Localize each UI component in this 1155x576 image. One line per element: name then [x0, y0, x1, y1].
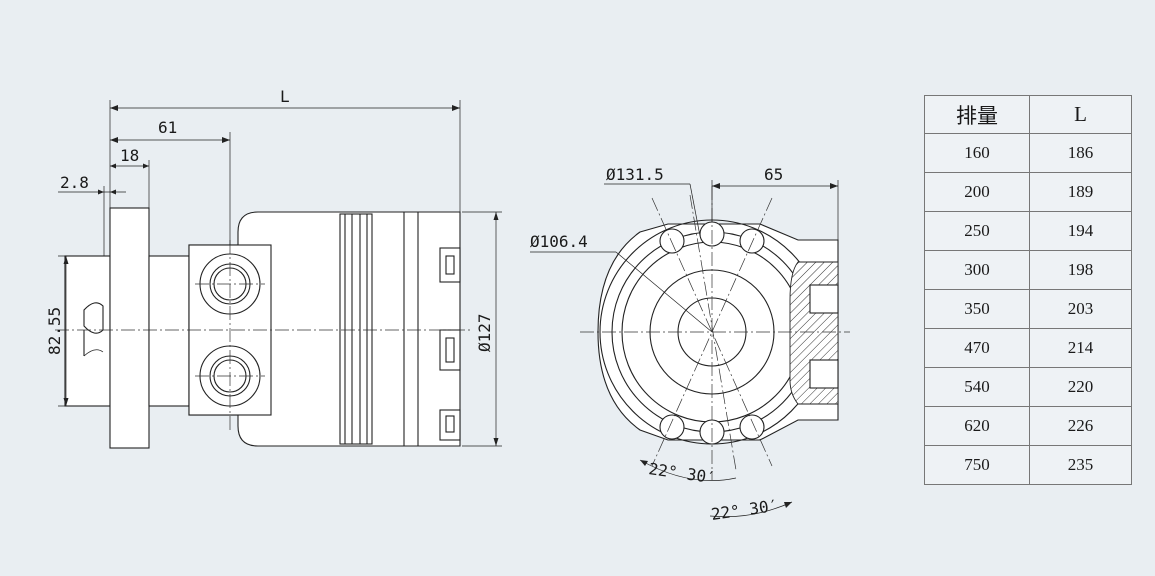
shaft-key — [83, 302, 104, 334]
cell-length: 194 — [1029, 211, 1132, 251]
angle-label-a: 22° 30′ — [647, 459, 716, 487]
flange-neck — [148, 255, 190, 407]
cell-length: 186 — [1029, 133, 1132, 173]
header-length: L — [1029, 95, 1132, 134]
dim-label-L: L — [280, 87, 290, 106]
header-displacement: 排量 — [924, 95, 1030, 134]
dim-label-82-55: 82.55 — [45, 307, 64, 355]
cell-displacement: 470 — [924, 328, 1030, 368]
shaft — [64, 255, 111, 407]
cell-displacement: 160 — [924, 133, 1030, 173]
bolt-hole — [659, 414, 685, 440]
bolt-hole — [659, 228, 685, 254]
mounting-flange — [109, 207, 150, 449]
angle-arc-b — [709, 501, 793, 518]
cell-displacement: 250 — [924, 211, 1030, 251]
table-header-row: 排量 L — [924, 95, 1132, 134]
dim-label-65: 65 — [764, 165, 783, 184]
front-view: Ø131.5 Ø106.4 65 22° 30′ 22° 30′ — [530, 165, 850, 524]
dim-label-dia-131-5: Ø131.5 — [606, 165, 664, 184]
cell-length: 220 — [1029, 367, 1132, 407]
cell-length: 198 — [1029, 250, 1132, 290]
angle-label-b: 22° 30′ — [710, 496, 779, 524]
dim-label-dia-106-4: Ø106.4 — [530, 232, 588, 251]
cell-length: 189 — [1029, 172, 1132, 212]
dim-label-61: 61 — [158, 118, 177, 137]
cell-displacement: 300 — [924, 250, 1030, 290]
angle-arc-a — [639, 459, 737, 481]
dim-label-18: 18 — [120, 146, 139, 165]
dim-label-dia-127: Ø127 — [475, 313, 494, 352]
cell-length: 226 — [1029, 406, 1132, 446]
cell-displacement: 540 — [924, 367, 1030, 407]
cell-length: 203 — [1029, 289, 1132, 329]
cell-displacement: 620 — [924, 406, 1030, 446]
dim-label-2-8: 2.8 — [60, 173, 89, 192]
side-view: L 61 18 2.8 82.55 Ø127 — [45, 87, 502, 449]
cell-length: 235 — [1029, 445, 1132, 485]
bolt-hole — [739, 414, 765, 440]
bolt-hole — [739, 228, 765, 254]
cell-displacement: 750 — [924, 445, 1030, 485]
cell-length: 214 — [1029, 328, 1132, 368]
cell-displacement: 350 — [924, 289, 1030, 329]
cell-displacement: 200 — [924, 172, 1030, 212]
